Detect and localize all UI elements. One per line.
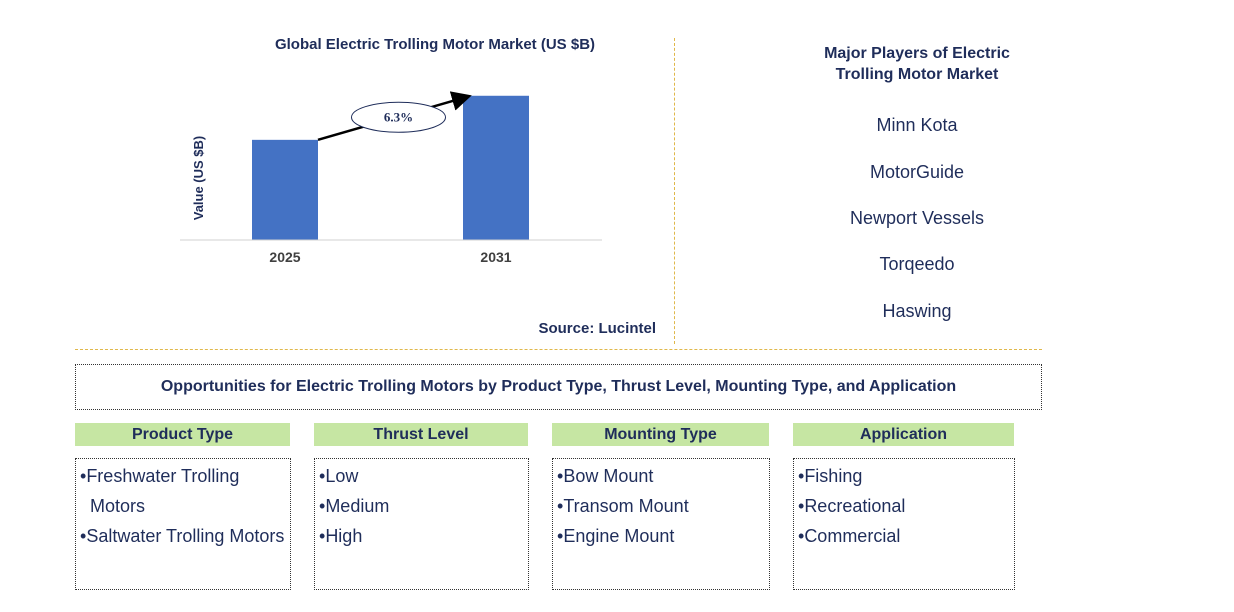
y-axis-label: Value (US $B) [191,136,206,221]
growth-rate-label: 6.3% [384,109,413,124]
chart-title: Global Electric Trolling Motor Market (U… [274,36,596,53]
horizontal-divider [75,349,1042,350]
list-item: Fishing [798,461,1010,491]
x-tick-label: 2031 [480,249,511,265]
list-item: Commercial [798,521,1010,551]
segment-list-product-type: Freshwater Trolling Motors Saltwater Tro… [75,458,291,590]
player-name: Newport Vessels [849,208,985,228]
segment-header-mounting-type: Mounting Type [552,423,769,446]
source-label: Source: Lucintel [538,320,656,337]
bar-2031 [463,95,529,240]
opportunities-title: Opportunities for Electric Trolling Moto… [75,364,1042,410]
segment-header-product-type: Product Type [75,423,290,446]
list-item: Saltwater Trolling Motors [80,521,286,551]
player-name: Torqeedo [879,254,955,274]
growth-rate-bubble [351,101,446,133]
list-item: Freshwater Trolling Motors [80,461,286,521]
opportunities-title-text: Opportunities for Electric Trolling Moto… [160,378,957,395]
list-item: Medium [319,491,524,521]
list-item: Engine Mount [557,521,765,551]
bar-chart: Value (US $B) 2025 2031 6.3% [180,91,602,265]
x-tick-label: 2025 [269,249,300,265]
vertical-divider [674,38,675,344]
segment-header-application: Application [793,423,1014,446]
segment-list-application: Fishing Recreational Commercial [793,458,1015,590]
list-item: High [319,521,524,551]
player-name: MotorGuide [869,162,965,182]
player-name: Minn Kota [876,115,958,135]
players-title: Major Players of Electric Trolling Motor… [824,45,1010,83]
segment-list-thrust-level: Low Medium High [314,458,529,590]
segment-list-mounting-type: Bow Mount Transom Mount Engine Mount [552,458,770,590]
bar-2025 [252,139,318,240]
list-item: Transom Mount [557,491,765,521]
list-item: Low [319,461,524,491]
segment-header-thrust-level: Thrust Level [314,423,528,446]
list-item: Bow Mount [557,461,765,491]
player-name: Haswing [882,301,952,321]
list-item: Recreational [798,491,1010,521]
